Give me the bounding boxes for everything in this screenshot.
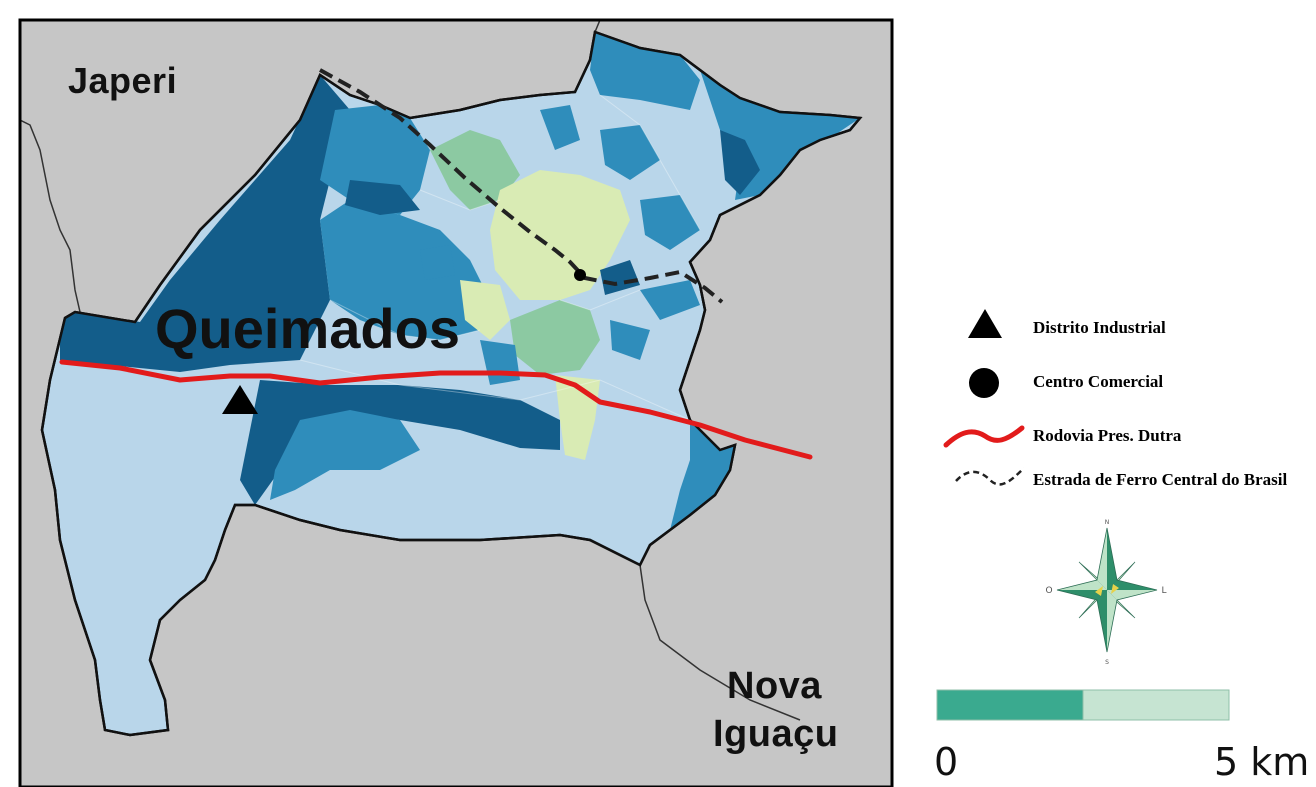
legend-label-industrial: Distrito Industrial bbox=[1033, 318, 1166, 337]
label-iguacu: Iguaçu bbox=[713, 713, 839, 755]
neighbor-boundaries bbox=[20, 20, 801, 721]
legend-label-highway: Rodovia Pres. Dutra bbox=[1033, 426, 1182, 445]
map-border bbox=[18, 18, 894, 787]
compass-north-label: N bbox=[1105, 519, 1110, 526]
label-japeri: Japeri bbox=[68, 60, 178, 101]
dashed-line-icon bbox=[955, 467, 1025, 486]
municipality-queimados bbox=[40, 30, 863, 737]
industrial-district-marker bbox=[222, 385, 258, 414]
red-line-icon bbox=[943, 425, 1025, 448]
scale-end-label: 5 km bbox=[1214, 740, 1310, 784]
compass-east-label: L bbox=[1161, 586, 1166, 596]
scale-start-label: 0 bbox=[934, 740, 959, 784]
legend-label-commercial: Centro Comercial bbox=[1033, 372, 1164, 391]
legend-label-railway: Estrada de Ferro Central do Brasil bbox=[1033, 470, 1288, 489]
circle-icon bbox=[969, 368, 999, 398]
compass-south-label: S bbox=[1105, 659, 1109, 666]
scale-bar-dark-segment bbox=[936, 689, 1084, 721]
label-queimados: Queimados bbox=[155, 297, 460, 360]
label-nova: Nova bbox=[727, 665, 822, 707]
compass-west-label: O bbox=[1045, 586, 1052, 596]
railway-line bbox=[319, 68, 724, 304]
census-sectors bbox=[60, 32, 860, 530]
commercial-center-marker bbox=[574, 269, 586, 281]
compass-rose-icon: N S O L bbox=[1045, 519, 1166, 666]
legend bbox=[943, 309, 1025, 486]
scale-bar bbox=[936, 689, 1230, 721]
triangle-icon bbox=[968, 309, 1002, 338]
scale-bar-light-segment bbox=[1082, 689, 1230, 721]
highway-line bbox=[59, 359, 813, 460]
municipality-boundary bbox=[40, 30, 863, 737]
